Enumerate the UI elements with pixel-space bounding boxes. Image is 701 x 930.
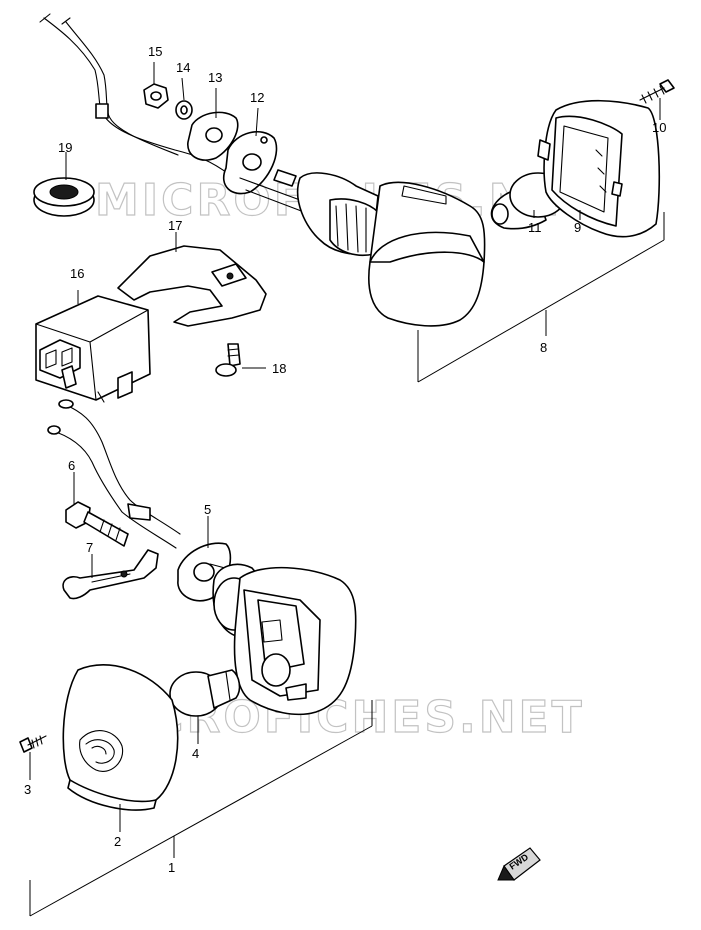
callout-15: 15 bbox=[148, 44, 162, 59]
lens-part-9 bbox=[537, 99, 661, 238]
callout-4: 4 bbox=[192, 746, 199, 761]
callout-1: 1 bbox=[168, 860, 175, 875]
lens-part-2 bbox=[62, 664, 179, 811]
callout-2: 2 bbox=[114, 834, 121, 849]
callout-18: 18 bbox=[272, 361, 286, 376]
callout-labels: 15 14 13 12 19 10 11 9 17 16 8 18 6 5 7 … bbox=[24, 44, 666, 875]
callout-14: 14 bbox=[176, 60, 190, 75]
clamp-part-7 bbox=[62, 549, 159, 600]
callout-9: 9 bbox=[574, 220, 581, 235]
plate-part-12 bbox=[223, 130, 278, 195]
leader-lines bbox=[29, 62, 665, 917]
callout-10: 10 bbox=[652, 120, 666, 135]
callout-3: 3 bbox=[24, 782, 31, 797]
gasket-part-13 bbox=[187, 111, 239, 161]
upper-turn-signal-assembly bbox=[239, 169, 486, 327]
bracket-part-17 bbox=[117, 245, 267, 327]
screw-part-3 bbox=[19, 735, 47, 753]
nut-part-15 bbox=[143, 83, 169, 109]
bulb-part-4 bbox=[169, 669, 241, 717]
callout-19: 19 bbox=[58, 140, 72, 155]
callout-12: 12 bbox=[250, 90, 264, 105]
callout-8: 8 bbox=[540, 340, 547, 355]
callout-7: 7 bbox=[86, 540, 93, 555]
callout-11: 11 bbox=[528, 220, 542, 235]
grommet-part-19 bbox=[33, 177, 95, 217]
forward-direction-badge: FWD bbox=[497, 847, 541, 881]
washer-part-14 bbox=[175, 100, 193, 120]
screw-part-10 bbox=[639, 79, 675, 104]
lower-wire-harness bbox=[47, 399, 181, 549]
callout-6: 6 bbox=[68, 458, 75, 473]
callout-16: 16 bbox=[70, 266, 84, 281]
callout-17: 17 bbox=[168, 218, 182, 233]
upper-wire-harness bbox=[39, 13, 231, 176]
bolt-part-6 bbox=[65, 501, 129, 547]
lower-turn-signal-assembly bbox=[209, 563, 357, 716]
flasher-relay-part-16 bbox=[35, 295, 151, 403]
bolt-part-18 bbox=[215, 343, 241, 377]
callout-13: 13 bbox=[208, 70, 222, 85]
callout-5: 5 bbox=[204, 502, 211, 517]
